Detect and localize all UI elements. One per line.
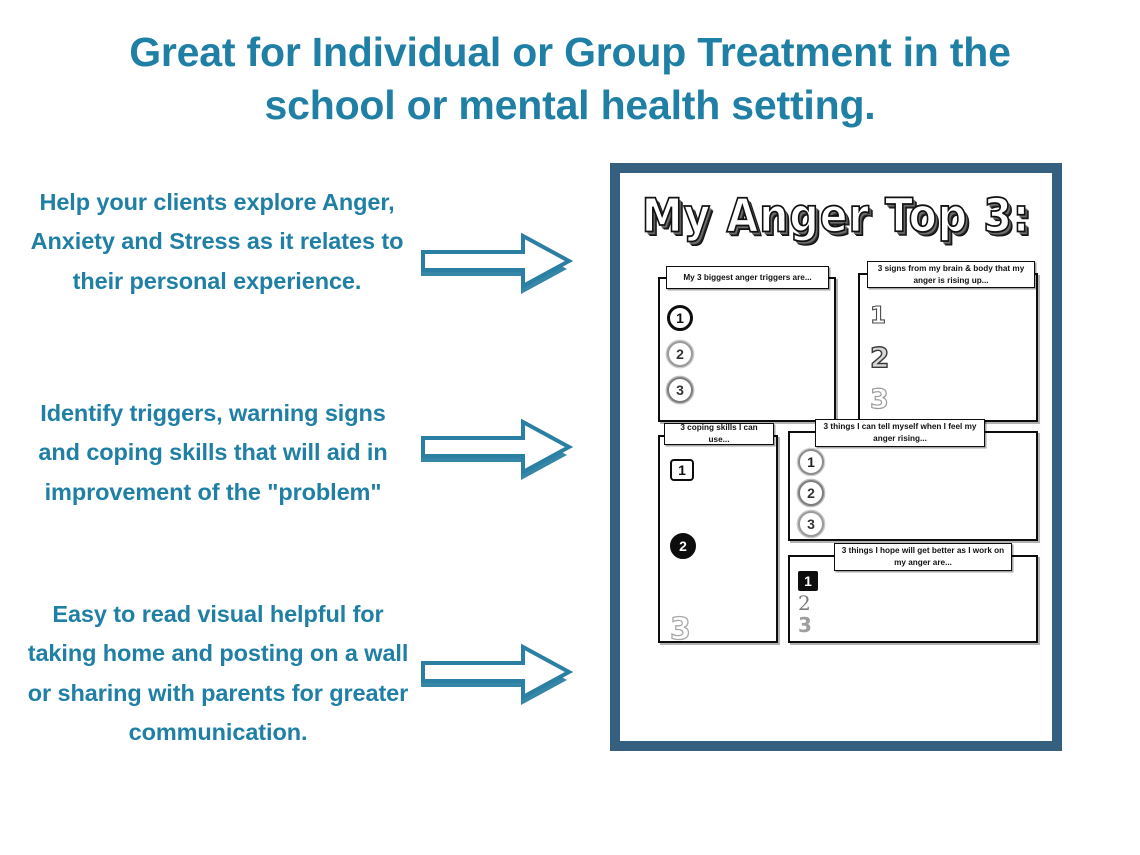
page-title: Great for Individual or Group Treatment … — [50, 26, 1090, 133]
marker-1: 1 — [869, 303, 887, 329]
marker-3: 3 — [798, 613, 812, 637]
marker-list: 1 2 3 — [798, 449, 824, 547]
marker-1: 1 — [667, 305, 693, 331]
marker-3: 3 — [669, 612, 691, 647]
marker-1: 1 — [798, 571, 818, 591]
marker-2: 2 — [798, 591, 811, 615]
marker-list: 1 2 3 — [669, 459, 696, 655]
feature-blurb-3: Easy to read visual helpful for taking h… — [27, 601, 409, 746]
feature-blurb-2: Identify triggers, warning signs and cop… — [38, 400, 388, 505]
worksheet-panel-signs: 1 2 3 — [858, 273, 1038, 422]
worksheet-title: My Anger Top 3: — [641, 188, 1031, 244]
feature-blurb-1: Help your clients explore Anger, Anxiety… — [30, 189, 404, 294]
worksheet-panel-triggers: 1 2 3 — [658, 277, 836, 422]
marker-list: 1 2 3 — [869, 303, 890, 423]
marker-list: 1 2 3 — [798, 571, 818, 647]
marker-list: 1 2 3 — [667, 305, 693, 413]
worksheet-preview-frame: My Anger Top 3: 1 2 3 My 3 biggest anger… — [610, 163, 1062, 751]
worksheet-panel-tell-myself: 1 2 3 — [788, 431, 1038, 541]
marker-3: 3 — [667, 377, 693, 403]
worksheet-caption-tell-myself: 3 things I can tell myself when I feel m… — [815, 419, 985, 447]
marker-2: 2 — [667, 341, 693, 367]
worksheet-caption-hope: 3 things I hope will get better as I wor… — [834, 543, 1012, 571]
marker-3: 3 — [798, 511, 824, 537]
headline-line-2: school or mental health setting. — [264, 82, 876, 129]
worksheet-caption-coping: 3 coping skills I can use... — [664, 423, 774, 445]
headline-line-1: Great for Individual or Group Treatment … — [129, 29, 1011, 75]
right-arrow-icon — [415, 232, 575, 294]
marker-2: 2 — [670, 533, 696, 559]
marker-2: 2 — [869, 341, 890, 374]
right-arrow-icon — [415, 643, 575, 705]
marker-1: 1 — [798, 449, 824, 475]
marker-1: 1 — [670, 459, 694, 481]
worksheet-caption-triggers: My 3 biggest anger triggers are... — [666, 266, 829, 289]
marker-3: 3 — [869, 384, 889, 415]
marker-2: 2 — [798, 480, 824, 506]
worksheet-caption-signs: 3 signs from my brain & body that my ang… — [867, 261, 1035, 288]
right-arrow-icon — [415, 418, 575, 480]
worksheet-panel-coping: 1 2 3 — [658, 435, 778, 645]
worksheet-page: My Anger Top 3: 1 2 3 My 3 biggest anger… — [620, 173, 1052, 741]
